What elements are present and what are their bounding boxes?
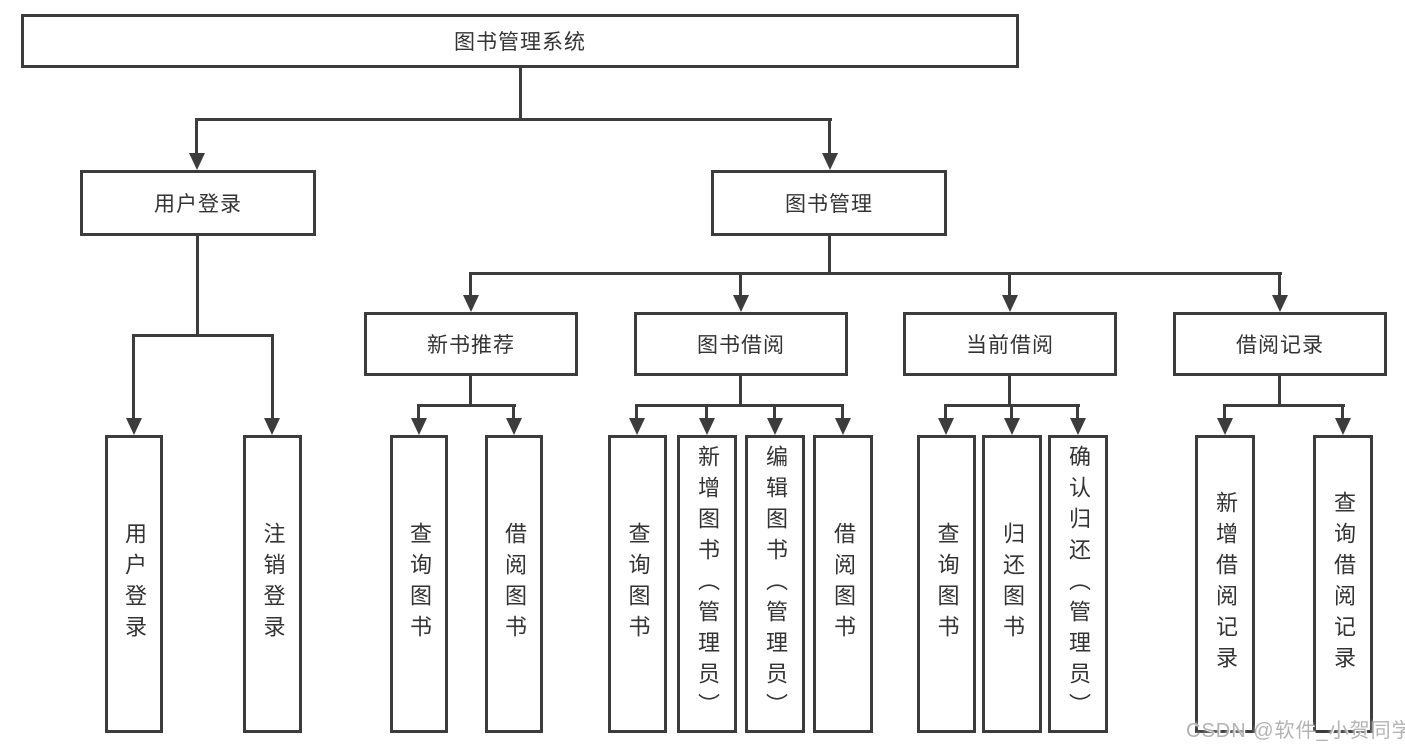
leaf-label: 新增借阅记录	[1213, 491, 1238, 677]
leaf-label: 查询借阅记录	[1331, 491, 1356, 677]
arrow-down-icon	[411, 418, 427, 435]
connector-line	[1008, 272, 1011, 297]
node-label: 借阅记录	[1236, 334, 1324, 357]
arrow-down-icon	[1004, 418, 1020, 435]
leaf-label: 查询图书	[625, 522, 651, 646]
arrow-down-icon	[822, 153, 838, 170]
leaf-add-borrow-record: 新增借阅记录	[1195, 435, 1255, 733]
node-root-label: 图书管理系统	[454, 31, 586, 54]
connector-line	[1223, 404, 1345, 407]
arrow-down-icon	[699, 418, 715, 435]
leaf-label: 用户登录	[122, 522, 147, 646]
leaf-edit-book-admin: 编辑图书（管理员）	[745, 435, 805, 733]
leaf-label: 借阅图书	[831, 522, 856, 646]
connector-line	[1341, 404, 1344, 420]
connector-line	[1008, 375, 1011, 406]
connector-line	[469, 272, 1282, 275]
connector-line	[1278, 375, 1281, 407]
arrow-down-icon	[767, 418, 783, 435]
leaf-query-books-borrow: 查询图书	[608, 435, 667, 733]
leaf-borrow-books-recommend: 借阅图书	[485, 435, 543, 733]
leaf-query-borrow-record: 查询借阅记录	[1313, 435, 1373, 733]
leaf-add-book-admin: 新增图书（管理员）	[677, 435, 737, 733]
arrow-down-icon	[835, 418, 851, 435]
connector-line	[519, 67, 522, 120]
connector-line	[841, 404, 844, 420]
node-user-login: 用户登录	[80, 170, 316, 236]
leaf-borrow-books-2: 借阅图书	[813, 435, 873, 733]
connector-line	[1010, 404, 1013, 420]
arrow-down-icon	[506, 418, 522, 435]
node-label: 图书借阅	[697, 334, 785, 357]
node-borrow-records: 借阅记录	[1173, 312, 1387, 376]
leaf-label: 编辑图书（管理员）	[763, 444, 788, 724]
connector-line	[417, 404, 420, 420]
connector-line	[705, 404, 708, 420]
arrow-down-icon	[1002, 295, 1018, 312]
leaf-user-login: 用户登录	[105, 435, 163, 733]
connector-line	[195, 118, 832, 121]
leaf-label: 归还图书	[1000, 522, 1025, 646]
node-label: 新书推荐	[427, 334, 515, 357]
leaf-label: 借阅图书	[502, 522, 527, 646]
node-book-borrow: 图书借阅	[634, 312, 848, 376]
connector-line	[469, 375, 472, 406]
arrow-down-icon	[629, 418, 645, 435]
arrow-down-icon	[1217, 418, 1233, 435]
leaf-label: 确认归还（管理员）	[1066, 444, 1091, 724]
connector-line	[132, 334, 274, 337]
connector-line	[417, 404, 516, 407]
connector-line	[828, 118, 831, 154]
arrow-down-icon	[126, 418, 142, 435]
connector-line	[195, 118, 198, 154]
leaf-query-books-current: 查询图书	[917, 435, 976, 733]
connector-line	[739, 375, 742, 406]
arrow-down-icon	[189, 153, 205, 170]
connector-line	[944, 404, 947, 420]
node-new-book-recommend: 新书推荐	[364, 312, 578, 376]
node-book-management: 图书管理	[711, 170, 947, 236]
connector-line	[635, 404, 638, 420]
connector-line	[635, 404, 844, 407]
arrow-down-icon	[1272, 295, 1288, 312]
connector-line	[512, 404, 515, 420]
connector-line	[271, 334, 274, 419]
connector-line	[132, 334, 135, 419]
leaf-label: 新增图书（管理员）	[695, 444, 720, 724]
leaf-confirm-return-admin: 确认归还（管理员）	[1048, 435, 1108, 733]
connector-line	[1223, 404, 1226, 420]
connector-line	[469, 272, 472, 297]
arrow-down-icon	[463, 295, 479, 312]
node-current-borrow: 当前借阅	[903, 312, 1117, 376]
leaf-label: 查询图书	[934, 522, 960, 646]
connector-line	[739, 272, 742, 297]
arrow-down-icon	[264, 418, 280, 435]
watermark: CSDN @软件_小贺同学	[1186, 720, 1405, 742]
connector-line	[828, 236, 831, 275]
node-root: 图书管理系统	[21, 14, 1019, 68]
leaf-query-books-recommend: 查询图书	[390, 435, 448, 733]
connector-line	[196, 236, 199, 337]
arrow-down-icon	[1070, 418, 1086, 435]
arrow-down-icon	[938, 418, 954, 435]
connector-line	[773, 404, 776, 420]
arrow-down-icon	[733, 295, 749, 312]
node-label: 图书管理	[785, 193, 873, 216]
node-label: 用户登录	[154, 193, 242, 216]
arrow-down-icon	[1335, 418, 1351, 435]
node-label: 当前借阅	[966, 334, 1054, 357]
connector-line	[1278, 272, 1281, 297]
leaf-label: 注销登录	[260, 522, 286, 646]
leaf-logout: 注销登录	[243, 435, 302, 733]
connector-line	[1076, 404, 1079, 420]
leaf-label: 查询图书	[407, 522, 432, 646]
leaf-return-book: 归还图书	[982, 435, 1042, 733]
